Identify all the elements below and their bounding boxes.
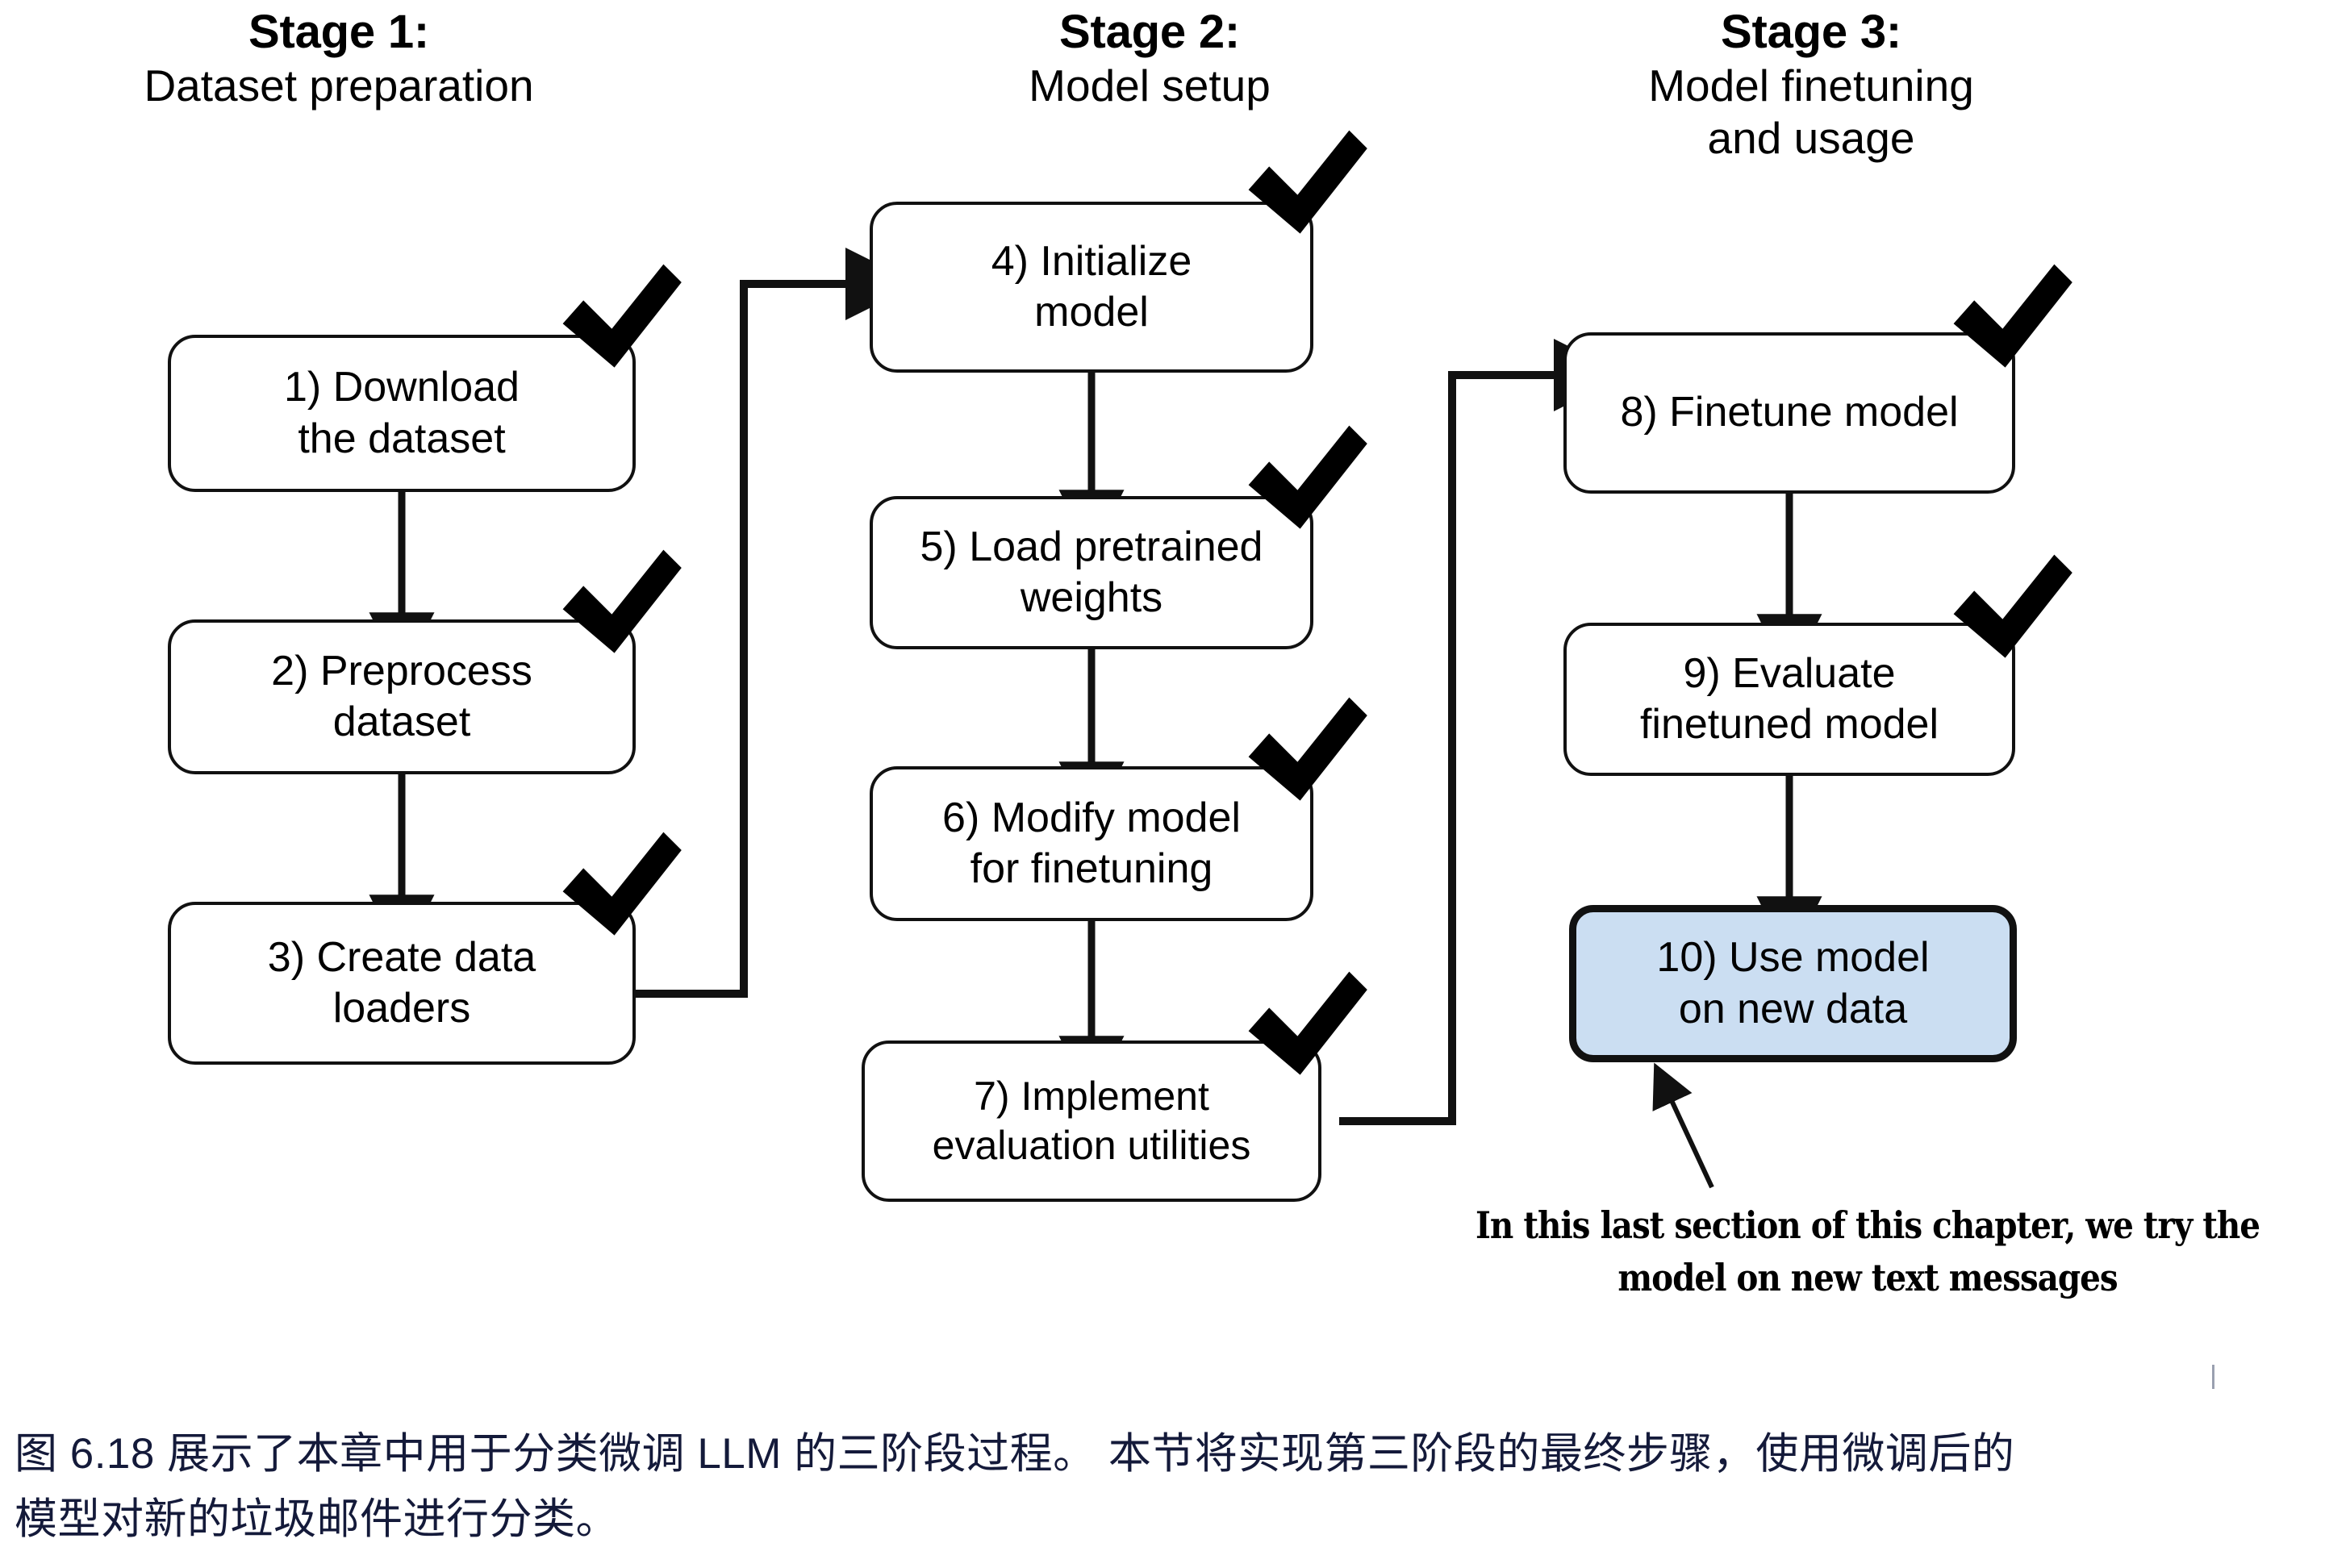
stage-3-subtitle: Model finetuning and usage — [1648, 60, 1974, 164]
stage-2-header: Stage 2: Model setup — [900, 5, 1400, 112]
node-5-load-pretrained-weights[interactable]: 5) Load pretrained weights — [870, 496, 1313, 649]
caption-line-2: 模型对新的垃圾邮件进行分类。 — [15, 1495, 619, 1543]
annotation-text: In this last section of this chapter, we… — [1476, 1203, 2260, 1300]
stage-3-number: Stage 3: — [1720, 6, 1902, 58]
stage-2-number: Stage 2: — [1058, 6, 1241, 58]
node-3-create-data-loaders[interactable]: 3) Create data loaders — [168, 902, 636, 1065]
node-7-implement-evaluation-utilities[interactable]: 7) Implement evaluation utilities — [862, 1040, 1321, 1202]
node-8-finetune-model[interactable]: 8) Finetune model — [1563, 332, 2015, 494]
stage-3-header: Stage 3: Model finetuning and usage — [1496, 5, 2126, 165]
annotation-pointer-arrow — [1652, 1062, 1714, 1189]
stage-1-subtitle: Dataset preparation — [144, 60, 534, 111]
arrow-7-to-8 — [1339, 339, 1626, 1125]
node-10-use-model-on-new-data[interactable]: 10) Use model on new data — [1569, 905, 2017, 1062]
stage-1-number: Stage 1: — [248, 6, 430, 58]
node-4-initialize-model[interactable]: 4) Initialize model — [870, 202, 1313, 373]
caption-line-1: 图 6.18 展示了本章中用于分类微调 LLM 的三阶段过程。 本节将实现第三阶… — [15, 1430, 2015, 1478]
stage-1-header: Stage 1: Dataset preparation — [48, 5, 629, 112]
page-edge-tick — [2212, 1365, 2214, 1389]
node-2-preprocess-dataset[interactable]: 2) Preprocess dataset — [168, 619, 636, 774]
node-1-download-dataset[interactable]: 1) Download the dataset — [168, 335, 636, 492]
node-6-modify-model-for-finetuning[interactable]: 6) Modify model for finetuning — [870, 766, 1313, 921]
stage-2-subtitle: Model setup — [1029, 60, 1271, 111]
figure-caption: 图 6.18 展示了本章中用于分类微调 LLM 的三阶段过程。 本节将实现第三阶… — [15, 1422, 2314, 1552]
node-9-evaluate-finetuned-model[interactable]: 9) Evaluate finetuned model — [1563, 623, 2015, 776]
arrow-3-to-4 — [629, 248, 918, 998]
